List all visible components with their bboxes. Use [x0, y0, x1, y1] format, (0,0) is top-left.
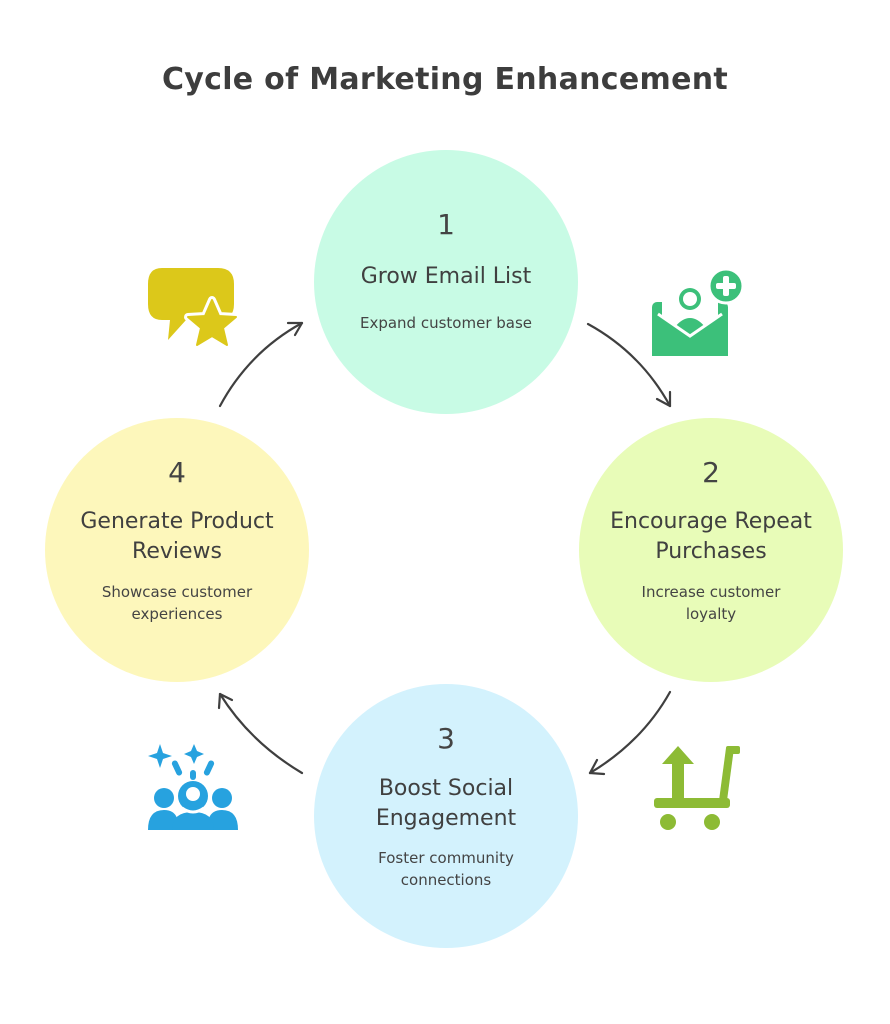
- arrow-2-to-3-head: [588, 758, 606, 776]
- page-title: Cycle of Marketing Enhancement: [161, 62, 729, 97]
- arrow-4-to-1: [218, 321, 304, 408]
- arrow-3-to-4: [218, 692, 304, 775]
- arrow-1-to-2-head: [655, 390, 672, 408]
- step-4-heading: Generate Product Reviews: [80, 509, 274, 564]
- arrow-2-to-3: [588, 690, 672, 775]
- step-3-circle: 3 Boost Social Engagement Foster communi…: [314, 684, 578, 948]
- step-1-heading: Grow Email List: [360, 264, 532, 289]
- step-1-circle: 1 Grow Email List Expand customer base: [314, 150, 578, 414]
- cart-upload-icon: [654, 746, 740, 830]
- community-group-icon: [148, 744, 238, 830]
- step-2-heading: Encourage Repeat Purchases: [610, 509, 812, 564]
- arrow-4-to-1-head: [286, 321, 304, 337]
- review-star-icon: [148, 268, 240, 349]
- step-1-number: 1: [437, 208, 455, 241]
- step-2-circle: 2 Encourage Repeat Purchases Increase cu…: [579, 418, 843, 682]
- step-3-heading: Boost Social Engagement: [375, 776, 517, 831]
- arrow-1-to-2: [586, 322, 672, 408]
- step-2-description: Increase customer loyalty: [641, 583, 781, 623]
- step-4-description: Showcase customer experiences: [101, 583, 253, 623]
- step-4-number: 4: [168, 456, 186, 489]
- step-3-description: Foster community connections: [378, 849, 514, 889]
- arrow-3-to-4-head: [217, 692, 234, 710]
- email-add-user-icon: [652, 267, 744, 356]
- step-1-description: Expand customer base: [359, 314, 533, 332]
- step-4-circle: 4 Generate Product Reviews Showcase cust…: [45, 418, 309, 682]
- step-2-number: 2: [702, 456, 720, 489]
- step-3-number: 3: [437, 722, 455, 755]
